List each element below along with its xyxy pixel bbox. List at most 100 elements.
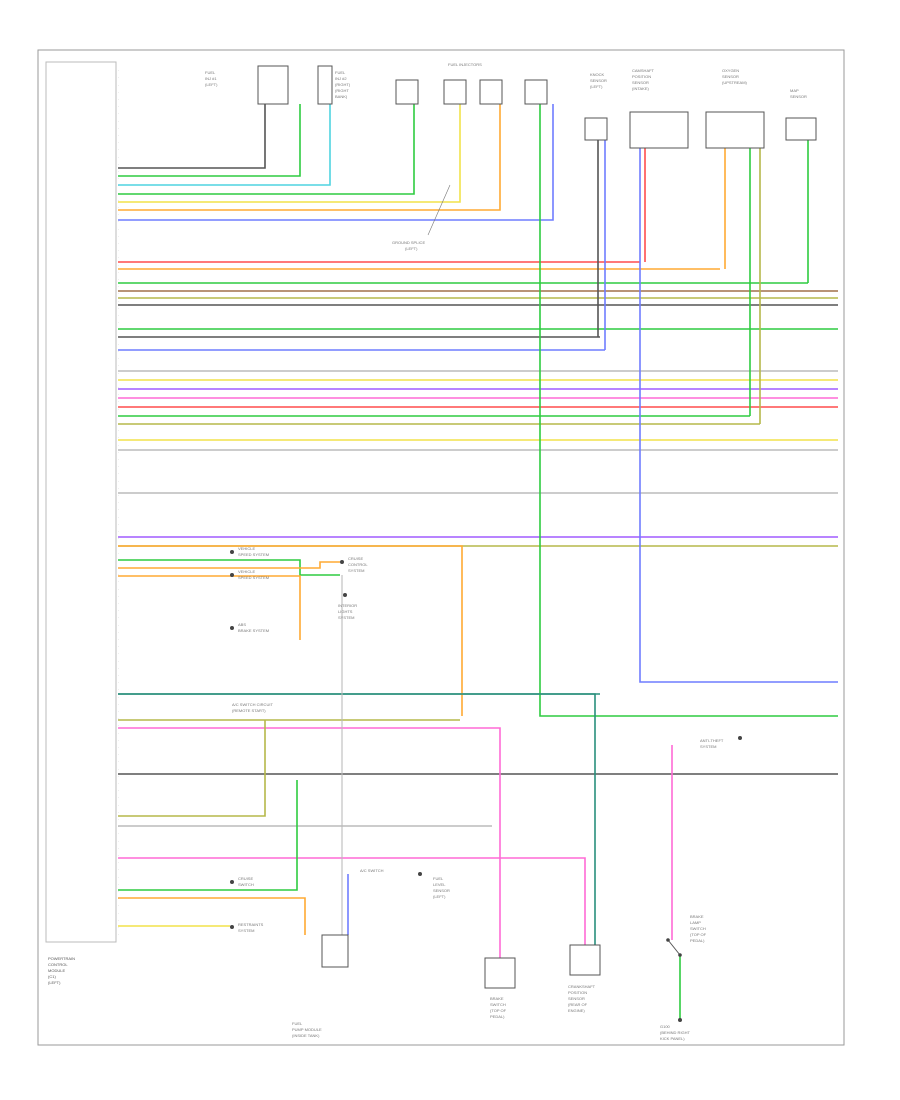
svg-text:ABS: ABS [238,622,246,627]
svg-text:(RIGHT: (RIGHT [335,88,349,93]
pin-tick: · [118,299,119,303]
pin-tick: · [118,530,119,534]
pin-tick: · [118,242,119,246]
pin-tick: · [118,703,119,707]
svg-text:BRAKE SYSTEM: BRAKE SYSTEM [238,628,269,633]
abs-wire [118,575,301,640]
ground-connector: GROUND SPLICE (LEFT) [392,184,451,251]
pin-tick: · [118,119,119,123]
pin-tick: · [118,249,119,253]
pin-tick: · [118,739,119,743]
crank-wire [118,857,586,945]
svg-text:(LEFT): (LEFT) [590,84,603,89]
pin-tick: · [118,868,119,872]
pin-tick: · [118,105,119,109]
svg-text:BRAKE: BRAKE [690,914,704,919]
pin-tick: · [118,652,119,656]
pin-tick: · [118,631,119,635]
pin-tick: · [118,688,119,692]
pin-tick: · [118,595,119,599]
svg-text:CONTROL: CONTROL [348,562,368,567]
svg-text:CAMSHAFT: CAMSHAFT [632,68,655,73]
svg-text:FUEL: FUEL [335,70,346,75]
wire-harness [118,104,838,1020]
pin-tick: · [118,659,119,663]
pin-tick: · [118,451,119,455]
svg-text:CRUISE: CRUISE [238,876,253,881]
svg-text:A/C SWITCH: A/C SWITCH [360,868,384,873]
svg-text:SENSOR: SENSOR [590,78,607,83]
pin-tick: · [118,141,119,145]
pin-tick: · [118,227,119,231]
svg-text:FUEL INJECTORS: FUEL INJECTORS [448,62,482,67]
svg-text:FUEL: FUEL [292,1021,303,1026]
svg-text:(RIGHT): (RIGHT) [335,82,351,87]
pin-tick: · [118,638,119,642]
pin-tick: · [118,803,119,807]
ground-feed-wire [539,104,838,717]
svg-text:BRAKE: BRAKE [490,996,504,1001]
pin-tick: · [118,458,119,462]
pin-tick: · [118,782,119,786]
connector-drop-wire [118,104,415,195]
pin-tick: · [118,746,119,750]
svg-text:(TOP OF: (TOP OF [690,932,707,937]
pin-tick: · [118,321,119,325]
pin-tick: · [118,163,119,167]
pin-tick: · [118,587,119,591]
pin-tick: · [118,199,119,203]
svg-text:SPEED SYSTEM: SPEED SYSTEM [238,552,269,557]
svg-text:(C1): (C1) [48,974,56,979]
pin-tick: · [118,523,119,527]
pin-tick: · [118,429,119,433]
pin-tick: · [118,314,119,318]
pin-tick: · [118,235,119,239]
pin-tick: · [118,832,119,836]
pin-tick: · [118,681,119,685]
pin-tick: · [118,364,119,368]
pin-tick: · [118,465,119,469]
pin-tick: · [118,731,119,735]
pin-tick: · [118,717,119,721]
pin-tick: · [118,861,119,865]
svg-text:(LEFT): (LEFT) [405,246,418,251]
svg-text:(LEFT): (LEFT) [433,894,446,899]
brake-switch-wire [118,727,501,958]
svg-text:G100: G100 [660,1024,671,1029]
pin-tick: · [118,155,119,159]
pin-tick: · [118,127,119,131]
pin-tick: · [118,796,119,800]
pin-tick: · [118,436,119,440]
fuel-injector-connectors: FUEL INJ #1 (LEFT) FUEL INJ #2 (RIGHT) (… [205,62,817,149]
svg-text:LAMP: LAMP [690,920,701,925]
pin-tick: · [118,839,119,843]
pin-tick: · [118,83,119,87]
pin-tick: · [118,213,119,217]
cruise-wire-2 [118,561,340,569]
pin-tick: · [118,825,119,829]
svg-text:BANK): BANK) [335,94,348,99]
pin-tick: · [118,393,119,397]
svg-text:SENSOR: SENSOR [568,996,585,1001]
pin-tick: · [118,285,119,289]
pin-tick: · [118,933,119,937]
pin-tick: · [118,76,119,80]
pin-tick: · [118,623,119,627]
svg-text:MAP: MAP [790,88,799,93]
pin-tick: · [118,818,119,822]
connector-drop-wire [118,104,266,169]
svg-text:OXYGEN: OXYGEN [722,68,739,73]
pin-tick: · [118,350,119,354]
connector-drop-wire [118,104,301,177]
pin-tick: · [118,177,119,181]
svg-text:SYSTEM: SYSTEM [338,615,354,620]
vss-wire [118,545,463,716]
svg-text:(UPSTREAM): (UPSTREAM) [722,80,748,85]
svg-text:SWITCH: SWITCH [238,882,254,887]
pin-tick: · [118,148,119,152]
svg-text:(LEFT): (LEFT) [48,980,61,985]
pin-tick: · [118,609,119,613]
svg-text:(INTAKE): (INTAKE) [632,86,649,91]
svg-text:VEHICLE: VEHICLE [238,569,255,574]
crank-signal-wire [118,693,596,945]
